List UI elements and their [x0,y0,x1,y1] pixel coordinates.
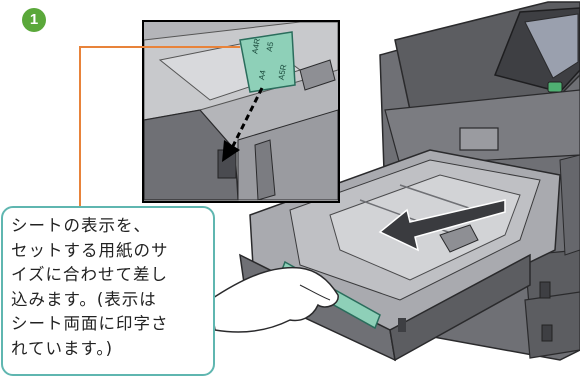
hand-illustration [209,266,339,333]
leader-line [79,46,240,207]
size-label-card: A4R A4 A5 A5R [250,38,288,81]
step-number-badge: 1 [22,8,46,32]
callout-line-4: 込みます。(表示は [11,289,157,309]
pull-arrow [378,199,506,252]
callout-line-5: シート両面に印字さ [11,314,169,333]
callout-line-3: イズに合わせて差し [11,265,169,284]
size-label-a5: A5 [265,41,276,53]
instruction-callout: シートの表示を、 セットする用紙のサ イズに合わせて差し 込みます。(表示は シ… [1,206,215,376]
size-label-a4: A4 [257,69,268,81]
callout-line-1: シートの表示を、 [11,216,151,235]
callout-line-2: セットする用紙のサ [11,240,169,260]
size-label-a5r: A5R [277,64,289,81]
inset-detail [142,20,340,203]
size-label-a4r: A4R [250,38,262,55]
callout-line-6: れています。) [11,338,114,358]
